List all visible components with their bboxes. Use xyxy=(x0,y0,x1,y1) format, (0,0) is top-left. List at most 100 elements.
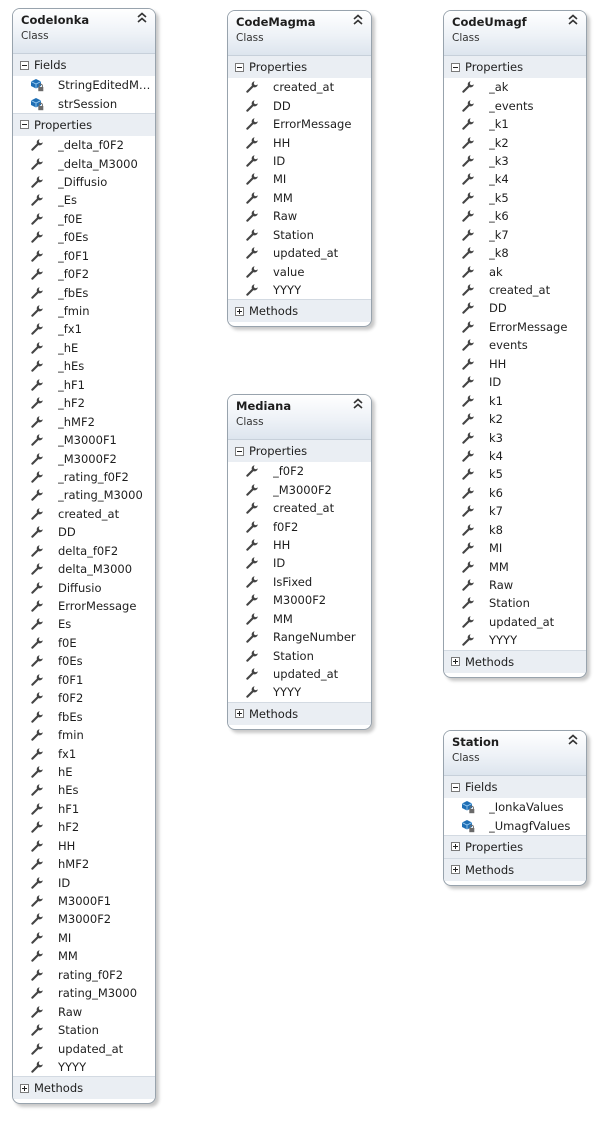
fields-section-header[interactable]: Fields xyxy=(444,776,586,798)
property-item[interactable]: _M3000F1 xyxy=(13,431,155,449)
property-item[interactable]: DD xyxy=(13,523,155,541)
property-item[interactable]: Raw xyxy=(444,576,586,594)
property-item[interactable]: Raw xyxy=(13,1002,155,1020)
property-item[interactable]: ID xyxy=(228,554,371,572)
properties-section-header[interactable]: Properties xyxy=(444,834,586,858)
property-item[interactable]: M3000F2 xyxy=(228,591,371,609)
methods-section-header[interactable]: Methods xyxy=(13,1076,155,1100)
plus-box-icon[interactable] xyxy=(451,842,460,852)
property-item[interactable]: f0E xyxy=(13,634,155,652)
property-item[interactable]: _events xyxy=(444,96,586,114)
property-item[interactable]: _f0F2 xyxy=(228,462,371,480)
property-item[interactable]: _k1 xyxy=(444,115,586,133)
property-item[interactable]: Station xyxy=(228,646,371,664)
property-item[interactable]: rating_M3000 xyxy=(13,984,155,1002)
plus-box-icon[interactable] xyxy=(451,865,460,875)
property-item[interactable]: f0Es xyxy=(13,652,155,670)
property-item[interactable]: _f0F2 xyxy=(13,265,155,283)
property-item[interactable]: MM xyxy=(228,189,371,207)
field-item[interactable]: _IonkaValues xyxy=(444,798,586,816)
property-item[interactable]: fbEs xyxy=(13,707,155,725)
collapse-chevron-icon[interactable] xyxy=(353,398,363,410)
property-item[interactable]: YYYY xyxy=(228,281,371,299)
property-item[interactable]: _fx1 xyxy=(13,320,155,338)
collapse-chevron-icon[interactable] xyxy=(137,12,147,24)
property-item[interactable]: created_at xyxy=(228,78,371,96)
property-item[interactable]: _rating_f0F2 xyxy=(13,468,155,486)
property-item[interactable]: HH xyxy=(228,536,371,554)
property-item[interactable]: ErrorMessage xyxy=(13,597,155,615)
property-item[interactable]: _M3000F2 xyxy=(13,449,155,467)
property-item[interactable]: updated_at xyxy=(13,1039,155,1057)
property-item[interactable]: f0F2 xyxy=(228,517,371,535)
property-item[interactable]: rating_f0F2 xyxy=(13,966,155,984)
property-item[interactable]: _k8 xyxy=(444,244,586,262)
property-item[interactable]: Station xyxy=(444,594,586,612)
field-item[interactable]: strSession xyxy=(13,94,155,112)
property-item[interactable]: k5 xyxy=(444,465,586,483)
property-item[interactable]: fmin xyxy=(13,726,155,744)
property-item[interactable]: updated_at xyxy=(228,244,371,262)
field-item[interactable]: StringEditedMa… xyxy=(13,76,155,94)
minus-box-icon[interactable] xyxy=(451,62,460,72)
property-item[interactable]: Station xyxy=(13,1021,155,1039)
property-item[interactable]: _Es xyxy=(13,191,155,209)
property-item[interactable]: Raw xyxy=(228,207,371,225)
property-item[interactable]: k6 xyxy=(444,484,586,502)
properties-section-header[interactable]: Properties xyxy=(13,112,155,136)
property-item[interactable]: delta_M3000 xyxy=(13,560,155,578)
property-item[interactable]: MM xyxy=(444,557,586,575)
property-item[interactable]: _hMF2 xyxy=(13,412,155,430)
collapse-chevron-icon[interactable] xyxy=(568,14,578,26)
property-item[interactable]: DD xyxy=(228,96,371,114)
property-item[interactable]: _Diffusio xyxy=(13,173,155,191)
property-item[interactable]: M3000F2 xyxy=(13,910,155,928)
plus-box-icon[interactable] xyxy=(235,306,244,316)
property-item[interactable]: _M3000F2 xyxy=(228,480,371,498)
methods-section-header[interactable]: Methods xyxy=(444,857,586,881)
property-item[interactable]: ID xyxy=(13,873,155,891)
methods-section-header[interactable]: Methods xyxy=(444,649,586,673)
methods-section-header[interactable]: Methods xyxy=(228,701,371,725)
property-item[interactable]: _delta_f0F2 xyxy=(13,136,155,154)
property-item[interactable]: _f0E xyxy=(13,210,155,228)
property-item[interactable]: k4 xyxy=(444,447,586,465)
property-item[interactable]: value xyxy=(228,262,371,280)
property-item[interactable]: _fmin xyxy=(13,302,155,320)
property-item[interactable]: f0F2 xyxy=(13,689,155,707)
property-item[interactable]: ID xyxy=(228,152,371,170)
property-item[interactable]: _ak xyxy=(444,78,586,96)
property-item[interactable]: hF1 xyxy=(13,800,155,818)
property-item[interactable]: _hF1 xyxy=(13,376,155,394)
property-item[interactable]: k1 xyxy=(444,391,586,409)
property-item[interactable]: _fbEs xyxy=(13,283,155,301)
property-item[interactable]: ID xyxy=(444,373,586,391)
property-item[interactable]: YYYY xyxy=(13,1058,155,1076)
property-item[interactable]: updated_at xyxy=(444,613,586,631)
property-item[interactable]: ErrorMessage xyxy=(228,115,371,133)
property-item[interactable]: _k6 xyxy=(444,207,586,225)
minus-box-icon[interactable] xyxy=(235,446,244,456)
collapse-chevron-icon[interactable] xyxy=(568,734,578,746)
plus-box-icon[interactable] xyxy=(451,657,460,667)
property-item[interactable]: hF2 xyxy=(13,818,155,836)
property-item[interactable]: HH xyxy=(228,133,371,151)
property-item[interactable]: Diffusio xyxy=(13,578,155,596)
property-item[interactable]: _k4 xyxy=(444,170,586,188)
property-item[interactable]: k3 xyxy=(444,428,586,446)
methods-section-header[interactable]: Methods xyxy=(228,299,371,323)
plus-box-icon[interactable] xyxy=(235,709,244,719)
property-item[interactable]: HH xyxy=(13,837,155,855)
minus-box-icon[interactable] xyxy=(451,782,460,792)
property-item[interactable]: MM xyxy=(13,947,155,965)
collapse-chevron-icon[interactable] xyxy=(353,14,363,26)
property-item[interactable]: f0F1 xyxy=(13,671,155,689)
property-item[interactable]: ErrorMessage xyxy=(444,318,586,336)
property-item[interactable]: created_at xyxy=(444,281,586,299)
